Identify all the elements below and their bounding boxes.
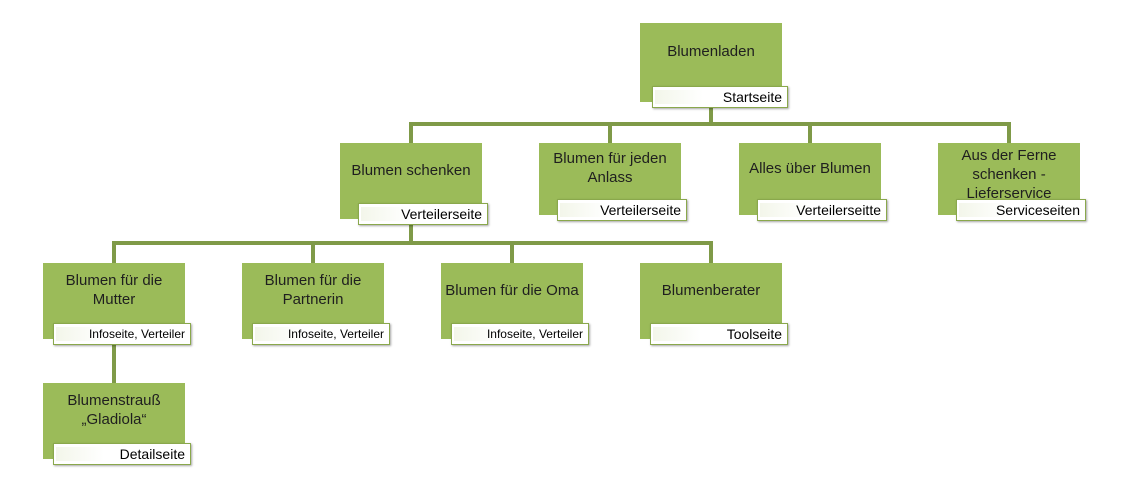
node-tag-label: Verteilerseite <box>557 199 687 221</box>
node-blumenberater: Blumenberater Toolseite <box>640 263 788 345</box>
node-blumen-schenken: Blumen schenken Verteilerseite <box>340 143 488 225</box>
node-tag-label: Infoseite, Verteiler <box>252 323 390 345</box>
node-title: Alles über Blumen <box>749 159 871 177</box>
node-blumenladen: Blumenladen Startseite <box>640 23 788 108</box>
node-blumen-jeden-anlass: Blumen für jeden Anlass Verteilerseite <box>539 143 687 221</box>
node-tag-label: Detailseite <box>53 443 191 465</box>
node-tag-label: Toolseite <box>650 323 788 345</box>
node-tag-label: Infoseite, Verteiler <box>451 323 589 345</box>
node-blumen-partnerin: Blumen für die Partnerin Infoseite, Vert… <box>242 263 390 345</box>
node-title: Blumenladen <box>667 43 755 60</box>
node-tag-label: Verteilerseite <box>358 203 488 225</box>
node-title: Blumen für die Oma <box>445 281 579 299</box>
node-title: Blumen schenken <box>351 161 471 179</box>
node-title: Blumenberater <box>661 281 761 299</box>
node-title: Blumen für die Partnerin <box>264 272 362 308</box>
node-alles-ueber-blumen: Alles über Blumen Verteilerseitte <box>739 143 887 221</box>
node-title: Blumen für die Mutter <box>65 272 163 308</box>
node-blumenstrauss-gladiola: Blumenstrauß „Gladiola“ Detailseite <box>43 383 191 465</box>
node-tag-label: Verteilerseitte <box>757 199 887 221</box>
node-tag-label: Infoseite, Verteiler <box>53 323 191 345</box>
node-aus-der-ferne: Aus der Ferne schenken - Lieferservice S… <box>938 143 1086 221</box>
node-tag-label: Serviceseiten <box>956 199 1086 221</box>
node-blumen-mutter: Blumen für die Mutter Infoseite, Verteil… <box>43 263 191 345</box>
node-title: Blumen für jeden Anlass <box>553 150 667 186</box>
node-title: Blumenstrauß „Gladiola“ <box>67 392 161 428</box>
node-blumen-oma: Blumen für die Oma Infoseite, Verteiler <box>441 263 589 345</box>
node-title: Aus der Ferne schenken - Lieferservice <box>961 147 1057 202</box>
node-tag-label: Startseite <box>652 86 788 108</box>
